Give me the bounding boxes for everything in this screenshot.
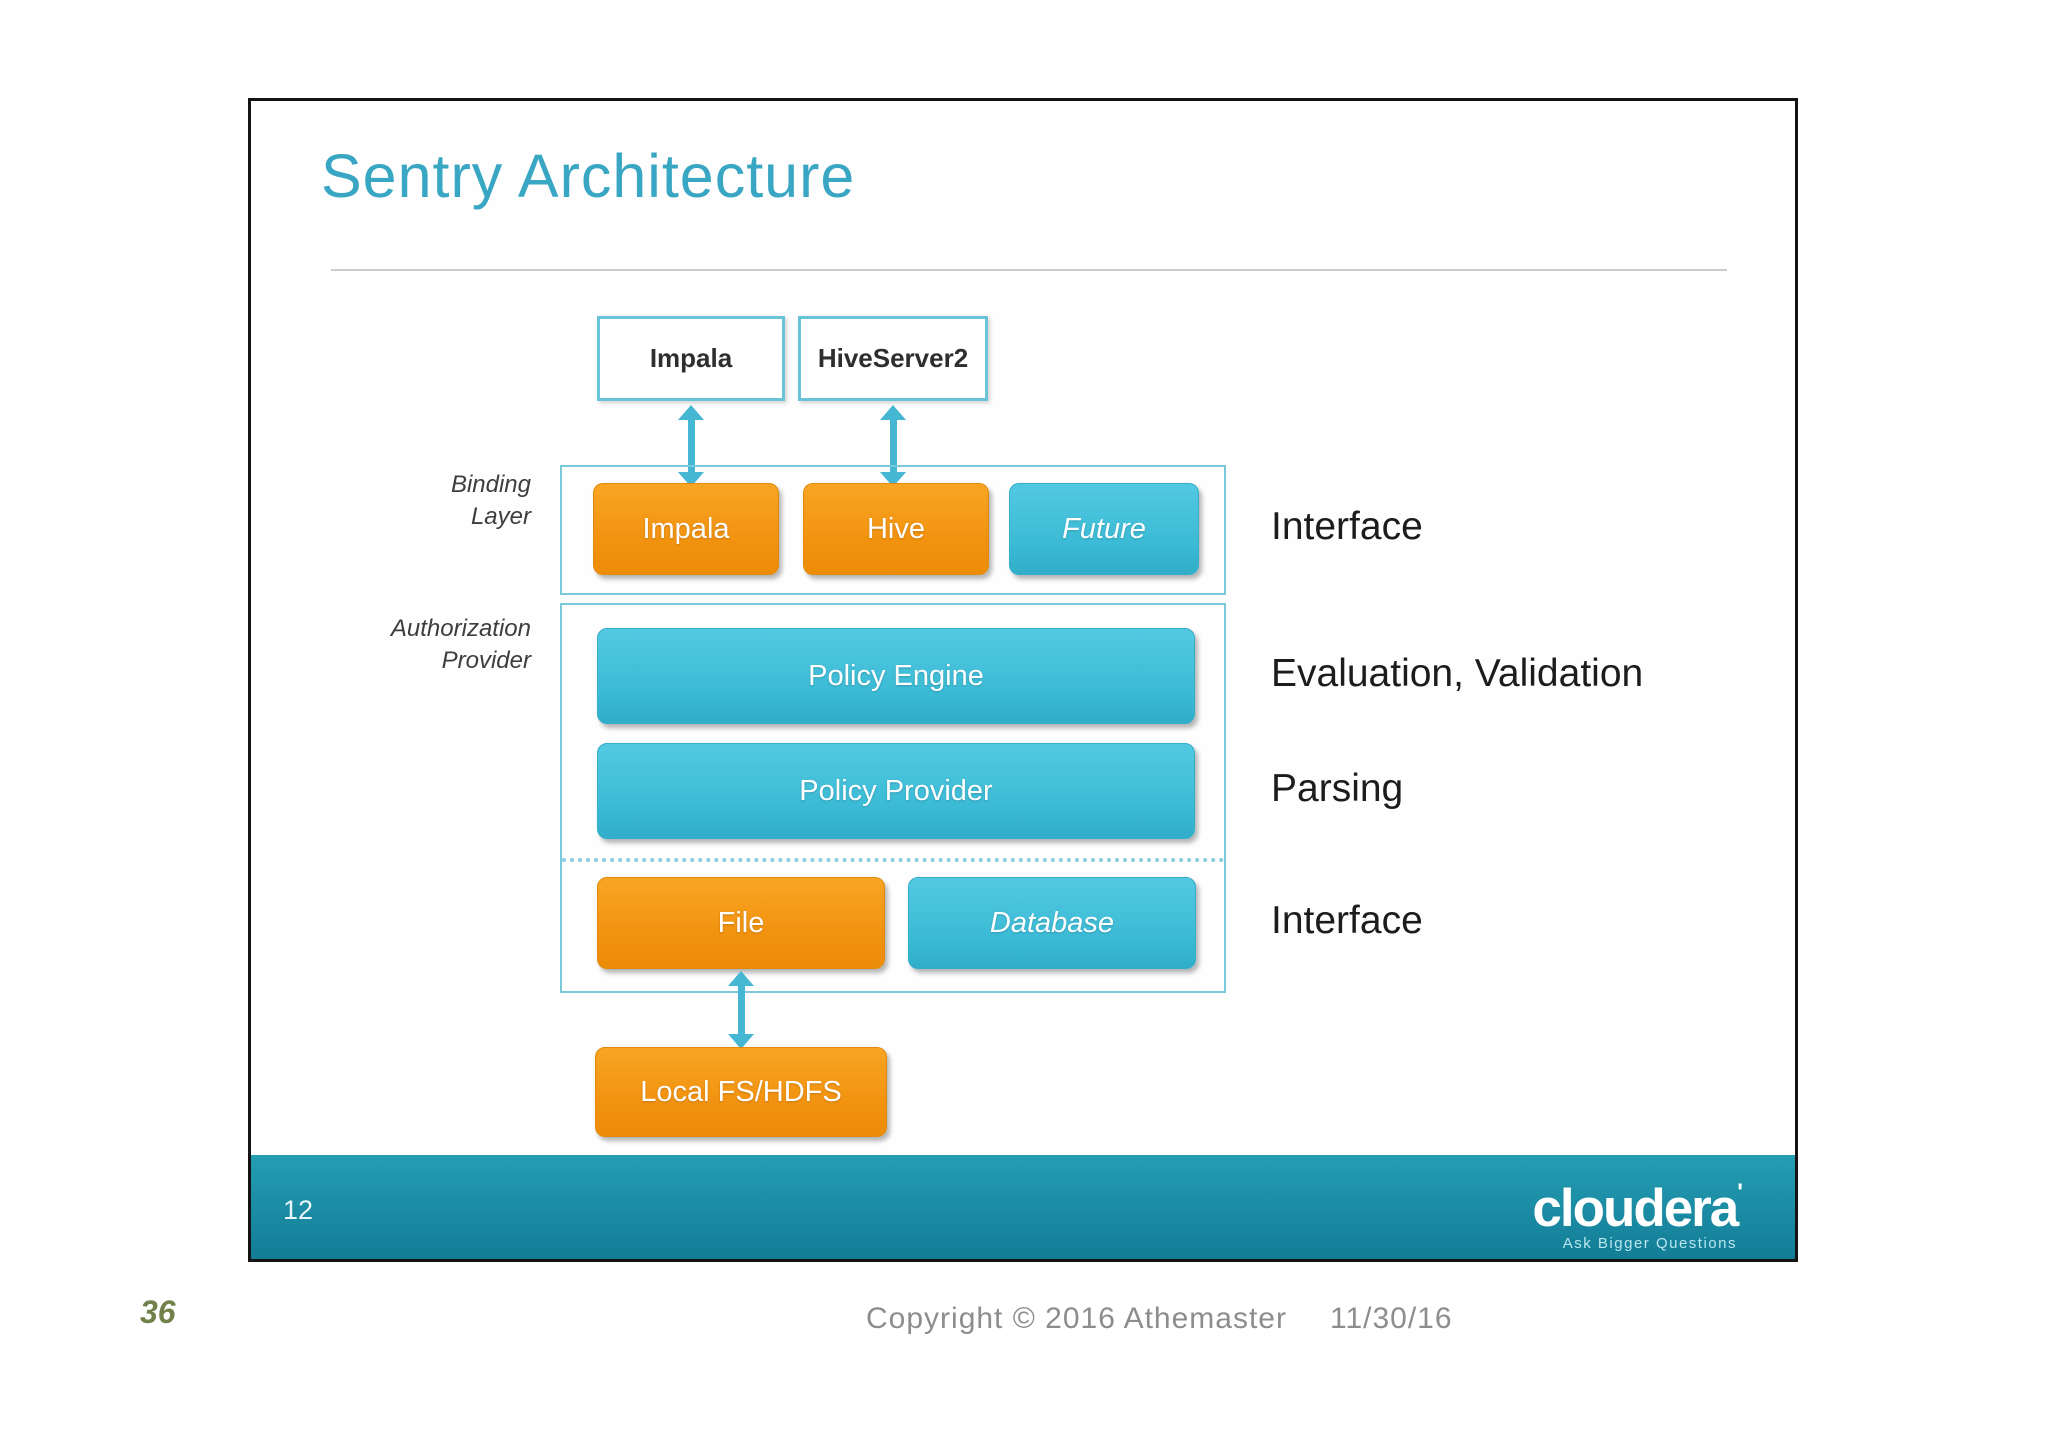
arrow-head-up xyxy=(728,971,754,986)
arrow-shaft xyxy=(737,982,745,1038)
cloudera-logo-tagline: Ask Bigger Questions xyxy=(1562,1235,1737,1252)
node-impala-binding: Impala xyxy=(593,483,779,575)
cloudera-logo-wordmark: cloudera' xyxy=(1532,1165,1743,1237)
node-future-binding-label: Future xyxy=(1062,512,1146,545)
role-label-interface-bottom: Interface xyxy=(1271,899,1423,942)
binding-layer-line1: Binding xyxy=(450,471,531,498)
arrow-head-down xyxy=(728,1034,754,1049)
client-box-impala: Impala xyxy=(597,316,785,401)
node-database-storage: Database xyxy=(908,877,1196,969)
authorization-provider-line1: Authorization xyxy=(390,615,531,642)
presentation-slide: Sentry Architecture Impala HiveServer2 B… xyxy=(248,98,1798,1262)
file-localfs-double-arrow-icon xyxy=(728,971,754,1049)
slide-page-number: 12 xyxy=(283,1195,314,1225)
hiveserver-binding-double-arrow-icon xyxy=(880,405,906,487)
node-policy-provider-label: Policy Provider xyxy=(799,774,993,807)
arrow-head-up xyxy=(880,405,906,420)
node-future-binding: Future xyxy=(1009,483,1199,575)
role-label-interface-top: Interface xyxy=(1271,505,1423,548)
date-text: 11/30/16 xyxy=(1330,1302,1453,1335)
arrow-shaft xyxy=(889,416,897,476)
cloudera-logo-trademark: ' xyxy=(1737,1179,1743,1206)
authorization-provider-line2: Provider xyxy=(441,647,531,674)
arrow-shaft xyxy=(687,416,695,476)
node-database-storage-label: Database xyxy=(989,906,1115,939)
binding-layer-line2: Layer xyxy=(470,503,531,530)
node-policy-provider: Policy Provider xyxy=(597,743,1195,839)
arrow-head-up xyxy=(678,405,704,420)
node-impala-binding-label: Impala xyxy=(642,512,730,545)
node-hive-binding-label: Hive xyxy=(866,512,925,545)
title-underline xyxy=(331,269,1727,271)
node-policy-engine-label: Policy Engine xyxy=(808,659,984,692)
node-local-fs-hdfs: Local FS/HDFS xyxy=(595,1047,887,1137)
binding-layer-label: Binding Layer xyxy=(311,469,531,533)
role-label-evaluation-validation: Evaluation, Validation xyxy=(1271,652,1644,695)
authorization-provider-label: Authorization Provider xyxy=(281,613,531,677)
copyright-text: Copyright © 2016 Athemaster xyxy=(866,1302,1287,1335)
node-hive-binding: Hive xyxy=(803,483,989,575)
authorization-provider-container xyxy=(560,603,1226,993)
client-box-hiveserver2-label: HiveServer2 xyxy=(817,343,969,373)
slide-title: Sentry Architecture xyxy=(321,142,856,210)
node-file-storage-label: File xyxy=(717,906,765,939)
node-policy-engine: Policy Engine xyxy=(597,628,1195,724)
provider-storage-dotted-divider xyxy=(562,858,1224,862)
slide-footer-band: 12 cloudera' Ask Bigger Questions xyxy=(251,1155,1795,1259)
role-label-parsing: Parsing xyxy=(1271,767,1404,810)
cloudera-logo-text: cloudera xyxy=(1532,1179,1739,1238)
binding-layer-container xyxy=(560,465,1226,595)
node-local-fs-hdfs-label: Local FS/HDFS xyxy=(640,1075,842,1108)
deck-page-counter: 36 xyxy=(140,1294,176,1330)
client-box-hiveserver2: HiveServer2 xyxy=(798,316,988,401)
node-file-storage: File xyxy=(597,877,885,969)
cloudera-logo: cloudera' Ask Bigger Questions xyxy=(1532,1165,1743,1252)
client-box-impala-label: Impala xyxy=(649,343,733,373)
